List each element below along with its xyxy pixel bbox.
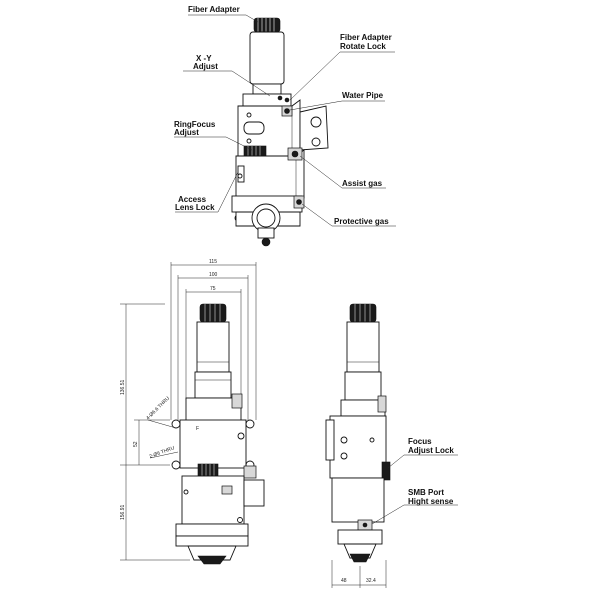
dim-hole-note-1: 4-Ø6.6 THRU [145, 395, 171, 421]
side-fiber-knurl [349, 303, 377, 323]
nozzle-tip [257, 227, 275, 239]
front-ringfocus-knurl [197, 463, 219, 477]
callout-assist-gas: Assist gas [342, 179, 383, 188]
side-view: 48 32.4 [325, 303, 458, 588]
dim-side-width-48: 48 [341, 578, 347, 584]
isometric-view [231, 17, 329, 247]
callout-access-lens-lock: Access Lens Lock [175, 195, 215, 212]
callout-protective-gas: Protective gas [334, 217, 389, 226]
dim-height-lower: 156.91 [120, 504, 126, 520]
front-main-body [179, 419, 247, 469]
front-lower-body [181, 475, 245, 525]
callout-ringfocus-adjust: RingFocus Adjust [174, 120, 218, 137]
callout-water-pipe: Water Pipe [342, 91, 384, 100]
mounting-bracket [299, 105, 329, 151]
fiber-adapter-collar [252, 83, 282, 95]
side-focus-adjust-lock [381, 461, 391, 481]
side-adjust-collar [344, 371, 382, 401]
front-lens-lock-plate [175, 523, 249, 537]
callout-focus-adjust-lock: Focus Adjust Lock [408, 437, 454, 455]
isometric-leaders [174, 14, 396, 227]
fiber-adapter-body [249, 31, 285, 85]
side-lower-body [331, 477, 385, 523]
callout-xy-adjust: X -Y Adjust [193, 54, 218, 71]
front-fiber-tube [196, 321, 230, 373]
side-main-body [329, 415, 387, 479]
front-adjust-collar [194, 371, 232, 399]
callout-fiber-adapter-rotate-lock: Fiber Adapter Rotate Lock [340, 33, 394, 51]
callout-fiber-adapter: Fiber Adapter [188, 5, 240, 14]
dim-width-100: 100 [209, 272, 218, 278]
svg-text:F: F [196, 426, 199, 432]
dim-height-upper: 136.51 [120, 379, 126, 395]
front-water-pipe-fitting [231, 393, 243, 409]
xy-adjust-ring [242, 93, 292, 107]
dim-width-115: 115 [209, 259, 217, 265]
callout-smb-port: SMB Port Hight sense [408, 488, 454, 506]
dim-width-75: 75 [210, 286, 216, 292]
dim-hole-spacing: 52 [133, 441, 139, 447]
front-view: 115 100 75 136.51 156.91 52 4-Ø6.6 THRU … [120, 259, 265, 565]
side-fiber-tube [346, 321, 380, 373]
front-fiber-knurl [199, 303, 227, 323]
dim-side-offset: 32.4 [366, 578, 376, 584]
